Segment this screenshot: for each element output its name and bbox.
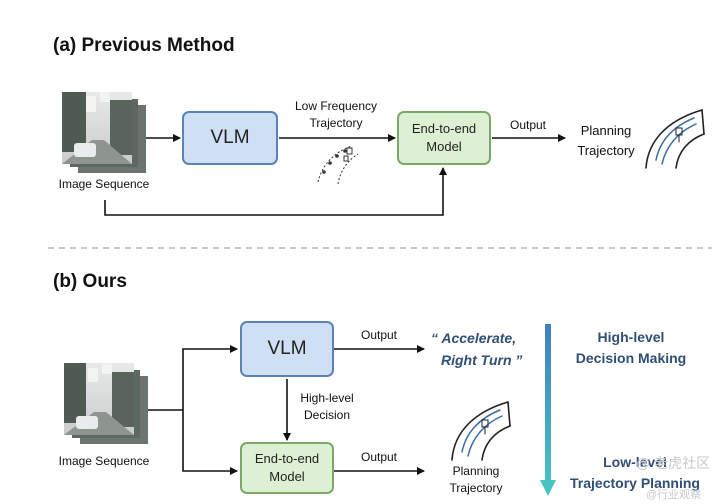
vlm-label-a: VLM	[210, 127, 250, 148]
hierarchy-arrow-head	[540, 480, 556, 496]
low-frequency-label: Low Frequency Trajectory	[280, 98, 392, 132]
e2e-model-box-b: End-to-end Model	[240, 442, 334, 494]
arrow-image-to-e2e-b	[182, 410, 238, 475]
image-sequence-label-a: Image Sequence	[58, 177, 150, 191]
e2e-label-line1-a: End-to-end	[411, 121, 477, 136]
vlm-label-b: VLM	[267, 338, 307, 359]
planning-line2-b: Trajectory	[449, 481, 503, 495]
high-level-line2: Decision Making	[575, 350, 687, 366]
planning-line2-a: Trajectory	[577, 143, 635, 158]
vlm-box-a: VLM	[182, 111, 278, 165]
decision-line2: Decision	[303, 408, 351, 422]
e2e-model-box-a: End-to-end Model	[397, 111, 491, 165]
image-sequence-label-b: Image Sequence	[58, 454, 150, 468]
planning-line1-a: Planning	[580, 123, 632, 138]
low-level-line2: Trajectory Planning	[570, 475, 700, 491]
output-label-b-bottom: Output	[360, 450, 398, 464]
planning-trajectory-label-a: Planning Trajectory	[570, 121, 642, 161]
arrow-image-to-e2e-a	[104, 167, 447, 216]
planning-trajectory-label-b: Planning Trajectory	[440, 463, 512, 497]
curved-road-trajectory-icon-b	[451, 401, 511, 461]
decision-line1: High-level	[300, 391, 354, 405]
high-level-line1: High-level	[597, 329, 665, 345]
section-b-title: (b) Ours	[53, 271, 127, 292]
e2e-label-line2-a: Model	[426, 139, 462, 154]
image-sequence-a-icon	[62, 92, 146, 173]
hierarchy-gradient-bar	[545, 324, 551, 484]
curved-road-trajectory-icon-a	[645, 109, 705, 169]
quote-line2: Right Turn ”	[441, 352, 523, 368]
low-frequency-dotted-road-icon	[317, 145, 359, 185]
image-sequence-b-icon	[64, 363, 148, 444]
planning-line1-b: Planning	[452, 464, 500, 478]
watermark-line2: @行业观察	[646, 489, 702, 501]
low-frequency-line2: Trajectory	[309, 116, 363, 130]
vlm-box-b: VLM	[240, 321, 334, 377]
output-label-a: Output	[509, 118, 547, 132]
section-a-title: (a) Previous Method	[53, 35, 235, 56]
low-level-trajectory-planning-label: Low-level Trajectory Planning	[560, 452, 710, 494]
low-frequency-line1: Low Frequency	[294, 99, 378, 113]
high-level-decision-making-label: High-level Decision Making	[566, 327, 696, 369]
output-label-b-top: Output	[360, 328, 398, 342]
low-level-line1: Low-level	[603, 454, 667, 470]
high-level-decision-label: High-level Decision	[291, 390, 363, 424]
decision-quote: “ Accelerate, Right Turn ”	[431, 327, 522, 371]
e2e-label-line2-b: Model	[269, 469, 305, 484]
e2e-label-line1-b: End-to-end	[254, 451, 320, 466]
watermark-line1: @ 老虎社区	[636, 455, 711, 471]
arrow-image-to-vlm-b	[182, 345, 238, 410]
quote-line1: “ Accelerate,	[431, 330, 517, 346]
